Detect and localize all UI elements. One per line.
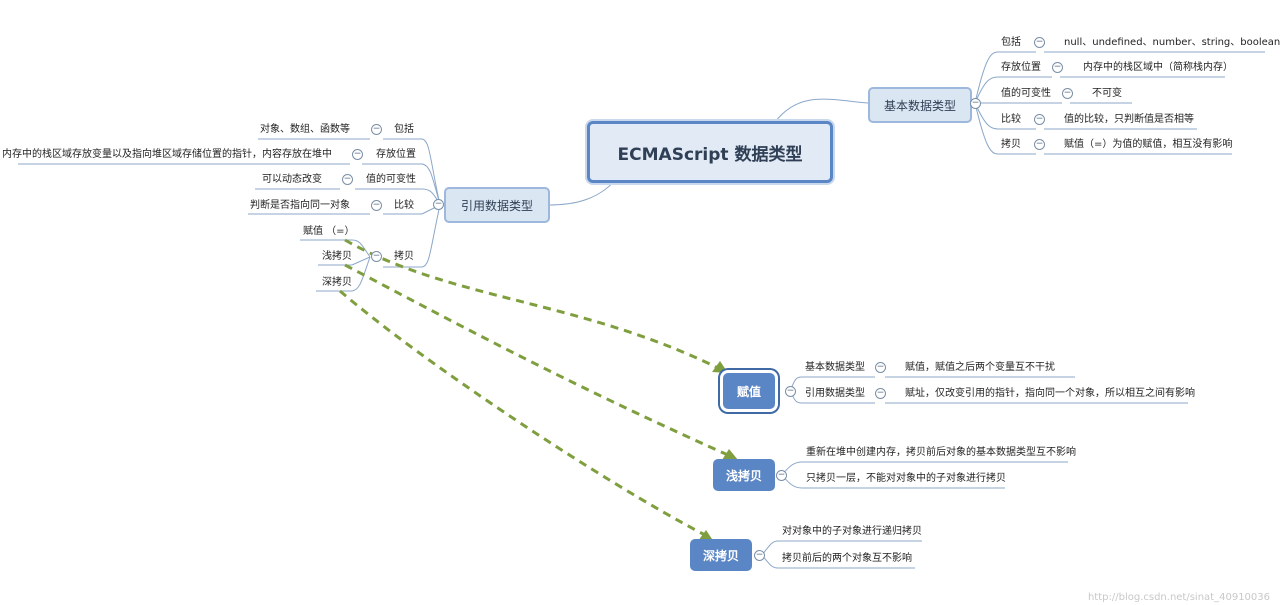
collapse-icon[interactable]: − xyxy=(371,251,382,262)
basic-key-include: 包括 xyxy=(1001,37,1021,48)
collapse-icon[interactable]: − xyxy=(970,98,981,109)
assign-value-basic: 赋值，赋值之后两个变量互不干扰 xyxy=(905,362,1055,373)
ref-value-storage: 内存中的栈区域存放变量以及指向堆区域存储位置的指针，内容存放在堆中 xyxy=(2,149,332,160)
assign-label: 赋值 xyxy=(736,384,761,399)
ref-value-include: 对象、数组、函数等 xyxy=(260,124,350,135)
deep-copy-label: 深拷贝 xyxy=(702,548,739,563)
copy-child-deep: 深拷贝 xyxy=(322,277,352,288)
basic-value-mutability: 不可变 xyxy=(1092,88,1122,99)
collapse-icon[interactable]: − xyxy=(1034,114,1045,125)
copy-child-shallow: 浅拷贝 xyxy=(322,251,352,262)
ref-value-mutability: 可以动态改变 xyxy=(262,174,322,185)
assign-key-ref: 引用数据类型 xyxy=(805,388,865,399)
collapse-icon[interactable]: − xyxy=(1034,139,1045,150)
deep-item: 对对象中的子对象进行递归拷贝 xyxy=(782,526,922,537)
ref-key-copy: 拷贝 xyxy=(394,251,414,262)
deep-copy-node[interactable]: 深拷贝 xyxy=(690,539,752,571)
shallow-item: 重新在堆中创建内存，拷贝前后对象的基本数据类型互不影响 xyxy=(806,447,1076,458)
basic-value-compare: 值的比较，只判断值是否相等 xyxy=(1064,114,1194,125)
ref-key-include: 包括 xyxy=(394,124,414,135)
ref-key-mutability: 值的可变性 xyxy=(366,174,416,185)
deep-item: 拷贝前后的两个对象互不影响 xyxy=(782,553,912,564)
collapse-icon[interactable]: − xyxy=(371,200,382,211)
collapse-icon[interactable]: − xyxy=(785,386,796,397)
basic-types-node[interactable]: 基本数据类型 xyxy=(868,87,972,123)
collapse-icon[interactable]: − xyxy=(371,124,382,135)
ref-types-node[interactable]: 引用数据类型 xyxy=(444,187,550,223)
watermark: http://blog.csdn.net/sinat_40910036 xyxy=(1087,592,1270,603)
ref-key-compare: 比较 xyxy=(394,200,414,211)
shallow-copy-label: 浅拷贝 xyxy=(725,468,762,483)
basic-key-compare: 比较 xyxy=(1001,114,1021,125)
collapse-icon[interactable]: − xyxy=(1034,37,1045,48)
collapse-icon[interactable]: − xyxy=(754,550,765,561)
assign-node[interactable]: 赋值 xyxy=(723,373,775,409)
basic-value-include: null、undefined、number、string、boolean xyxy=(1064,37,1280,48)
shallow-item: 只拷贝一层，不能对对象中的子对象进行拷贝 xyxy=(806,473,1006,484)
basic-value-storage: 内存中的栈区域中（简称栈内存） xyxy=(1083,62,1233,73)
collapse-icon[interactable]: − xyxy=(776,470,787,481)
basic-key-copy: 拷贝 xyxy=(1001,139,1021,150)
root-node[interactable]: ECMAScript 数据类型 xyxy=(587,121,833,183)
shallow-copy-node[interactable]: 浅拷贝 xyxy=(713,459,775,491)
ref-value-compare: 判断是否指向同一对象 xyxy=(250,200,350,211)
collapse-icon[interactable]: − xyxy=(342,174,353,185)
collapse-icon[interactable]: − xyxy=(875,362,886,373)
collapse-icon[interactable]: − xyxy=(1052,62,1063,73)
collapse-icon[interactable]: − xyxy=(875,388,886,399)
copy-child-assign: 赋值 （=） xyxy=(303,226,355,237)
ref-types-label: 引用数据类型 xyxy=(460,198,533,213)
basic-key-storage: 存放位置 xyxy=(1001,62,1041,73)
basic-key-mutability: 值的可变性 xyxy=(1001,88,1051,99)
collapse-icon[interactable]: − xyxy=(433,199,444,210)
basic-types-label: 基本数据类型 xyxy=(883,98,956,113)
assign-key-basic: 基本数据类型 xyxy=(805,362,865,373)
assign-value-ref: 赋址，仅改变引用的指针，指向同一个对象，所以相互之间有影响 xyxy=(905,388,1195,399)
collapse-icon[interactable]: − xyxy=(1062,88,1073,99)
ref-key-storage: 存放位置 xyxy=(376,149,416,160)
basic-value-copy: 赋值（=）为值的赋值，相互没有影响 xyxy=(1064,139,1233,150)
root-title: ECMAScript 数据类型 xyxy=(617,144,803,165)
collapse-icon[interactable]: − xyxy=(352,149,363,160)
